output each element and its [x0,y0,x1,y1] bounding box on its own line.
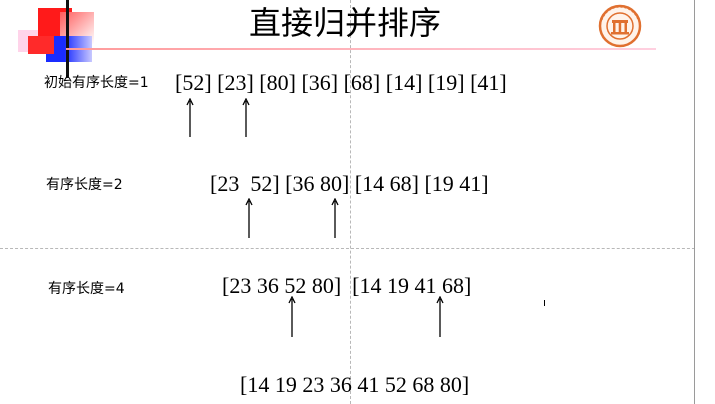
up-arrow-icon [331,198,339,239]
up-arrow-icon [288,296,296,338]
horizontal-guide-line [0,248,715,249]
up-arrow-icon [242,98,250,138]
workspace-gutter [695,0,715,404]
row1-label: 初始有序长度=1 [44,75,149,91]
row1-sequence: [52] [23] [80] [36] [68] [14] [19] [41] [175,70,507,95]
final-sequence: [14 19 23 36 41 52 68 80] [240,372,470,397]
up-arrow-icon [245,198,253,239]
decor-vertical-bar [66,0,69,78]
vertical-guide-line [350,0,351,404]
up-arrow-icon [436,296,444,338]
slide-edge [694,0,695,404]
slide-title: 直接归并排序 [248,4,441,42]
row2-label: 有序长度=2 [46,177,123,193]
university-seal-logo [598,4,642,48]
decor-square-red-small [28,36,54,54]
stray-mark [544,300,545,306]
row2-sequence: [23 52] [36 80] [14 68] [19 41] [210,171,489,196]
row3-sequence: [23 36 52 80] [14 19 41 68] [222,273,472,298]
row3-label: 有序长度=4 [48,281,125,297]
title-underline [66,48,656,50]
up-arrow-icon [186,98,194,138]
